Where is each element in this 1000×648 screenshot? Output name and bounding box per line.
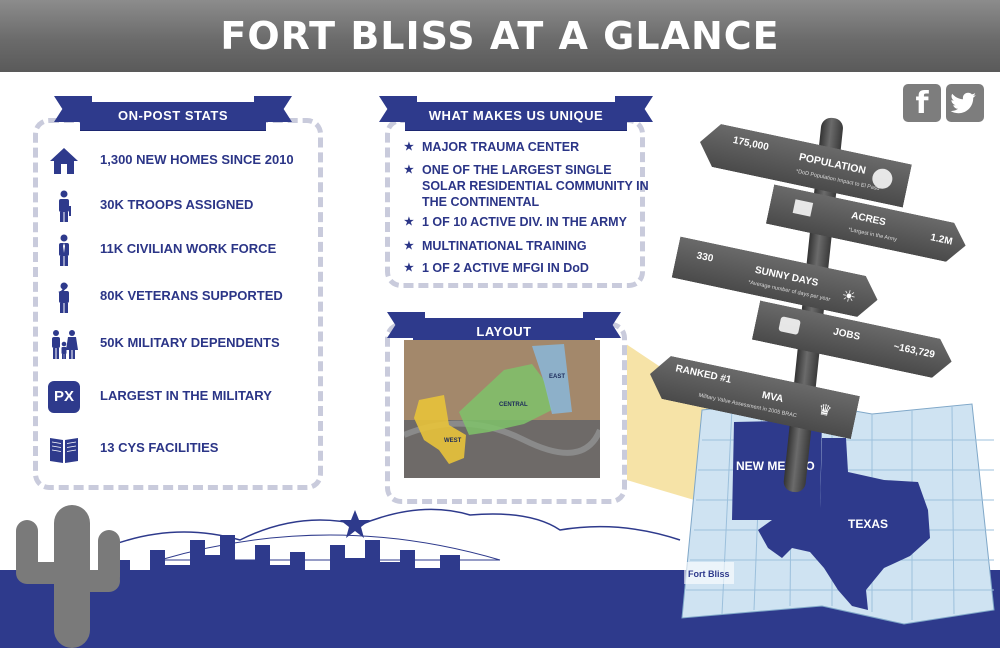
twitter-bird-icon xyxy=(950,92,976,114)
civilian-icon xyxy=(59,234,69,266)
soldier-icon xyxy=(59,190,71,222)
cactus-icon xyxy=(16,505,120,648)
on-post-stats-title: ON-POST STATS xyxy=(80,102,266,130)
unique-title: WHAT MAKES US UNIQUE xyxy=(405,102,627,130)
stat-label: 13 CYS FACILITIES xyxy=(100,440,219,455)
stat-label: LARGEST IN THE MILITARY xyxy=(100,388,272,403)
star-icon: ★ xyxy=(404,240,414,252)
house-icon xyxy=(50,148,78,174)
fort-bliss-logo: Fort Bliss xyxy=(688,569,730,579)
central-region xyxy=(459,364,552,435)
veteran-salute-icon xyxy=(58,282,69,313)
star-on-mountain-icon xyxy=(340,510,370,538)
texas-shape xyxy=(758,438,930,610)
central-label: CENTRAL xyxy=(499,402,528,408)
stat-label: 30K TROOPS ASSIGNED xyxy=(100,197,254,212)
unique-ribbon: WHAT MAKES US UNIQUE xyxy=(379,96,653,130)
stat-label: 50K MILITARY DEPENDENTS xyxy=(100,335,280,350)
unique-panel xyxy=(385,118,645,288)
flag-icon xyxy=(793,199,814,216)
book-icon xyxy=(50,438,78,463)
page-title: FORT BLISS AT A GLANCE xyxy=(220,14,780,58)
stat-label: 1,300 NEW HOMES SINCE 2010 xyxy=(100,152,294,167)
folded-map: NEW MEXICO TEXAS Fort Bliss xyxy=(681,400,995,625)
sun-icon: ☀ xyxy=(839,287,858,308)
east-label: EAST xyxy=(549,374,565,380)
family-icon xyxy=(52,330,78,359)
texas-label: TEXAS xyxy=(848,517,888,531)
stat-label: 11K CIVILIAN WORK FORCE xyxy=(100,241,277,256)
on-post-stats-panel xyxy=(33,118,323,490)
facebook-icon[interactable]: f xyxy=(903,84,941,122)
star-icon: ★ xyxy=(404,262,414,274)
on-post-stats-ribbon: ON-POST STATS xyxy=(54,96,292,130)
layout-map-image: EAST CENTRAL WEST xyxy=(404,340,600,478)
header-bar: FORT BLISS AT A GLANCE xyxy=(0,0,1000,72)
east-region xyxy=(532,344,572,414)
west-label: WEST xyxy=(444,438,462,444)
stat-label: 80K VETERANS SUPPORTED xyxy=(100,288,283,303)
star-icon: ★ xyxy=(404,164,414,176)
star-icon: ★ xyxy=(404,216,414,228)
star-icon: ★ xyxy=(404,141,414,153)
twitter-icon[interactable]: t xyxy=(946,84,984,122)
px-icon: PX xyxy=(48,381,80,413)
briefcase-icon xyxy=(778,316,801,335)
trophy-icon: ♛ xyxy=(816,400,834,421)
west-region xyxy=(414,395,466,464)
